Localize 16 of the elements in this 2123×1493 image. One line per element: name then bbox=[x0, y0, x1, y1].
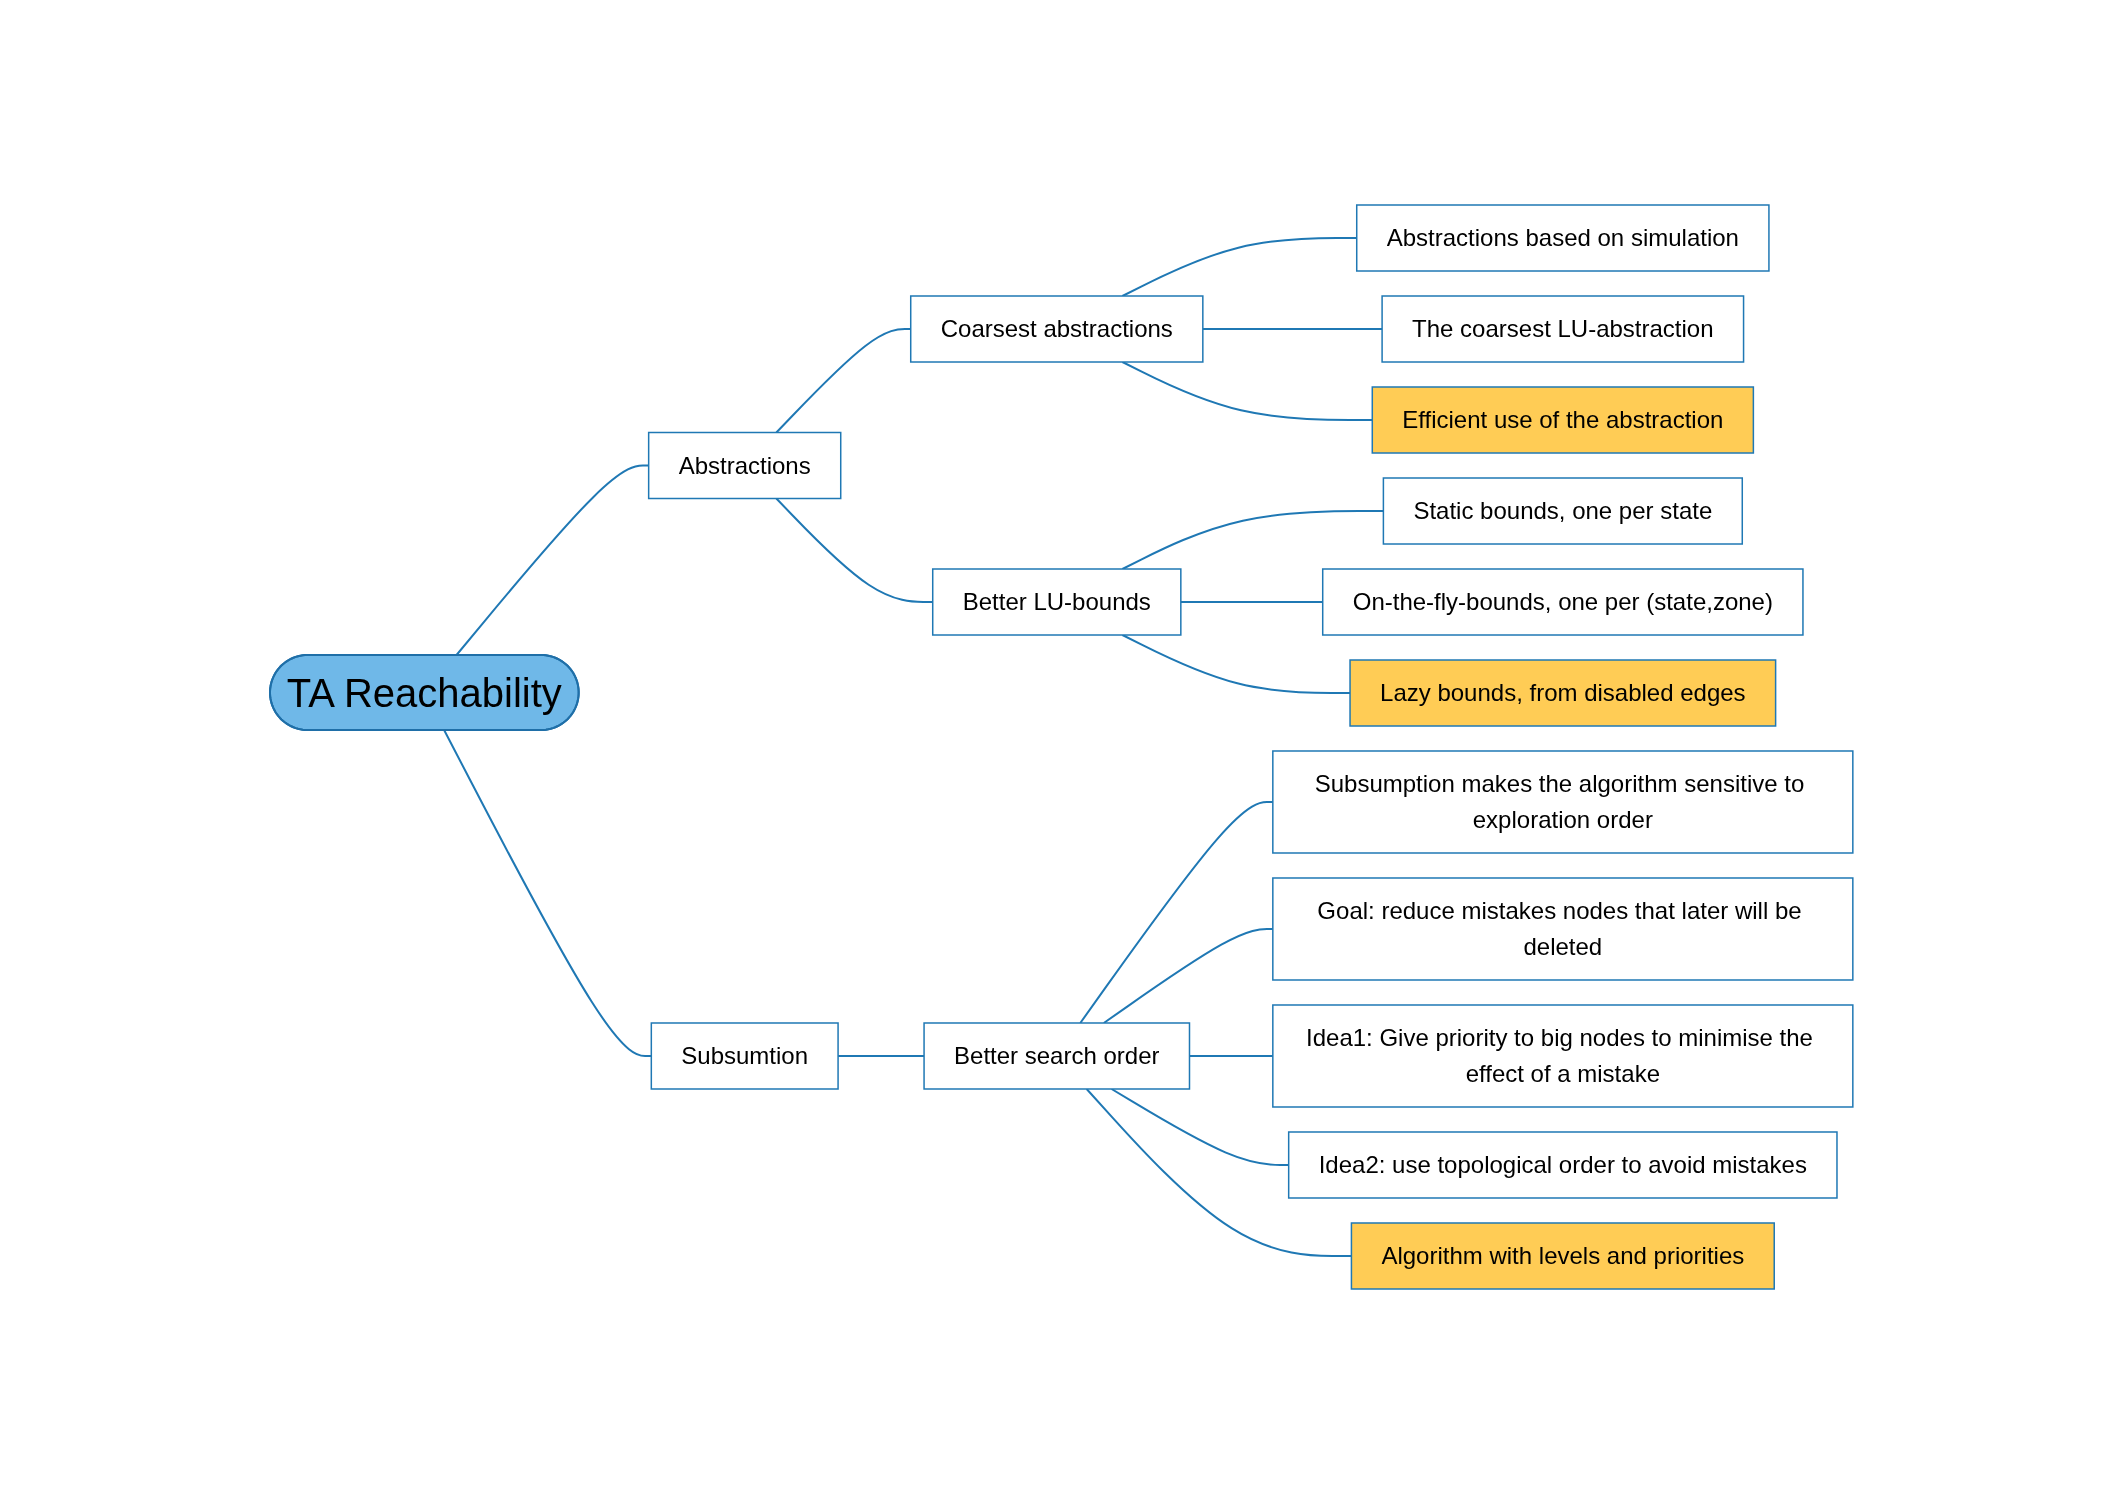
node-box: Abstractions bbox=[648, 431, 842, 499]
node-box: Better search order bbox=[923, 1021, 1191, 1090]
node-box: Idea1: Give priority to big nodes to minimise the effect of a mistake bbox=[1272, 1003, 1854, 1108]
node-box: Efficient use of the abstraction bbox=[1371, 385, 1755, 454]
node-box: Static bounds, one per state bbox=[1382, 476, 1744, 545]
node-box: Algorithm with levels and priorities bbox=[1350, 1221, 1776, 1290]
node-box: Goal: reduce mistakes nodes that later will be deleted bbox=[1272, 876, 1854, 981]
node-box: On-the-fly-bounds, one per (state,zone) bbox=[1322, 567, 1804, 636]
node-box: Abstractions based on simulation bbox=[1356, 203, 1770, 272]
node-box: Coarsest abstractions bbox=[910, 294, 1204, 363]
node-box: Idea2: use topological order to avoid mistakes bbox=[1288, 1130, 1838, 1199]
node-box: Lazy bounds, from disabled edges bbox=[1349, 658, 1777, 727]
node-box: Subsumption makes the algorithm sensitive to exploration order bbox=[1272, 749, 1854, 854]
node-box: The coarsest LU-abstraction bbox=[1381, 294, 1745, 363]
node-box: Better LU-bounds bbox=[932, 567, 1182, 636]
node-box: Subsumtion bbox=[650, 1021, 839, 1090]
